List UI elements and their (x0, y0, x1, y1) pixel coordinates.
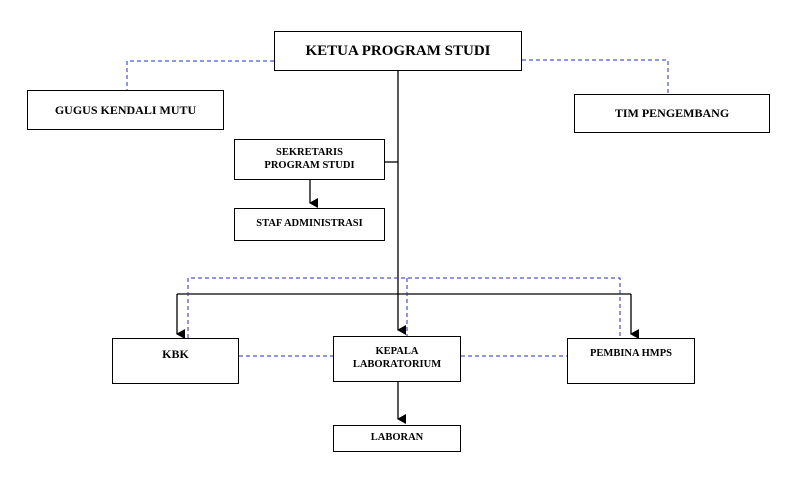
dashed-top-loop (187, 277, 621, 338)
box-laboran: LABORAN (333, 425, 461, 452)
label-kbk: KBK (162, 347, 189, 361)
label-tim: TIM PENGEMBANG (614, 106, 730, 121)
label-staf: STAF ADMINISTRASI (256, 218, 363, 230)
box-kbk: KBK (112, 338, 239, 384)
label-kepala-lab: KEPALA LABORATORIUM (352, 346, 442, 370)
label-pembina: PEMBINA HMPS (590, 348, 672, 359)
box-pembina-hmps: PEMBINA HMPS (567, 338, 695, 384)
label-sekretaris: SEKRETARIS PROGRAM STUDI (264, 146, 355, 171)
box-sekretaris-program-studi: SEKRETARIS PROGRAM STUDI (234, 139, 385, 180)
dashed-ketua-to-gugus (126, 60, 274, 90)
label-gugus: GUGUS KENDALI MUTU (54, 102, 197, 117)
solid-connectors (176, 70, 639, 424)
dashed-ketua-to-tim (522, 59, 669, 94)
label-ketua: KETUA PROGRAM STUDI (305, 43, 491, 59)
box-staf-administrasi: STAF ADMINISTRASI (234, 208, 385, 241)
box-tim-pengembang: TIM PENGEMBANG (574, 94, 770, 133)
label-laboran: LABORAN (370, 432, 424, 444)
box-kepala-laboratorium: KEPALA LABORATORIUM (333, 336, 461, 382)
box-ketua-program-studi: KETUA PROGRAM STUDI (274, 31, 522, 71)
box-gugus-kendali-mutu: GUGUS KENDALI MUTU (27, 90, 224, 130)
dashed-connectors (126, 59, 669, 357)
